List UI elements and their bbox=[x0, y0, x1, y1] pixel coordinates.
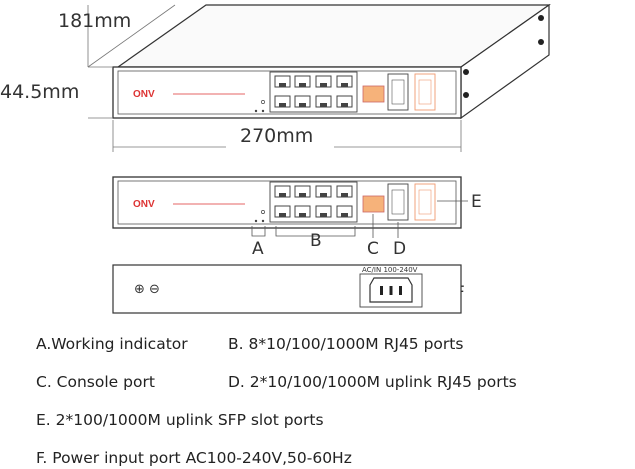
legend-b: B. 8*10/100/1000M RJ45 ports bbox=[228, 335, 464, 353]
legend-d: D. 2*10/100/1000M uplink RJ45 ports bbox=[228, 373, 517, 391]
callout-d: D bbox=[393, 239, 406, 259]
legend-e: E. 2*100/1000M uplink SFP slot ports bbox=[36, 411, 324, 429]
device-logo-front: ONV bbox=[133, 199, 155, 210]
height-dimension: 44.5mm bbox=[0, 81, 79, 103]
legend-a: A.Working indicator bbox=[36, 335, 188, 353]
dimension-lines bbox=[87, 4, 462, 152]
power-input-label: AC/IN 100-240V bbox=[362, 266, 418, 274]
callout-e: E bbox=[471, 192, 482, 212]
callout-c: C bbox=[367, 239, 379, 259]
ground-screw-icons: ⊕ ⊖ bbox=[134, 282, 160, 297]
callout-b: B bbox=[310, 231, 322, 251]
depth-dimension: 181mm bbox=[58, 10, 131, 32]
width-dimension: 270mm bbox=[240, 125, 313, 147]
callout-a: A bbox=[252, 239, 264, 259]
legend-c: C. Console port bbox=[36, 373, 155, 391]
switch-3d-view: ONV bbox=[112, 3, 551, 120]
switch-front-view: ONV bbox=[112, 176, 462, 229]
switch-rear-view: ⊕ ⊖ AC/IN 100-240V bbox=[112, 264, 462, 314]
legend-f: F. Power input port AC100-240V,50-60Hz bbox=[36, 449, 352, 467]
device-logo-3d: ONV bbox=[133, 89, 155, 100]
power-socket-icon bbox=[369, 277, 413, 303]
